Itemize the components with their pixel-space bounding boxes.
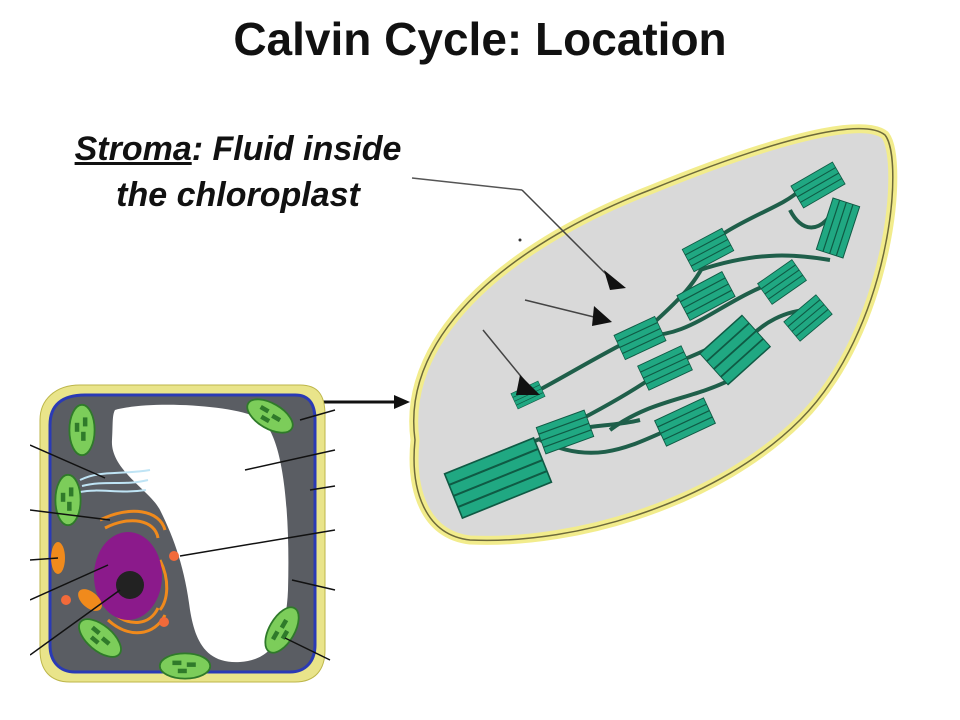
caption-line2: the chloroplast <box>116 176 360 214</box>
arrowhead-icon <box>592 306 612 326</box>
arrowhead-icon <box>604 270 626 290</box>
vacuole <box>111 404 289 663</box>
nucleolus <box>116 571 144 599</box>
stroma-caption: Stroma: Fluid inside the chloroplast <box>18 126 458 218</box>
caption-rest: : Fluid inside <box>191 130 402 168</box>
stroma-term: Stroma <box>74 130 192 168</box>
stroma-pointers <box>411 177 626 395</box>
plant-cell <box>30 384 336 683</box>
slide-title: Calvin Cycle: Location <box>233 13 727 65</box>
arrowhead-icon <box>516 375 540 395</box>
